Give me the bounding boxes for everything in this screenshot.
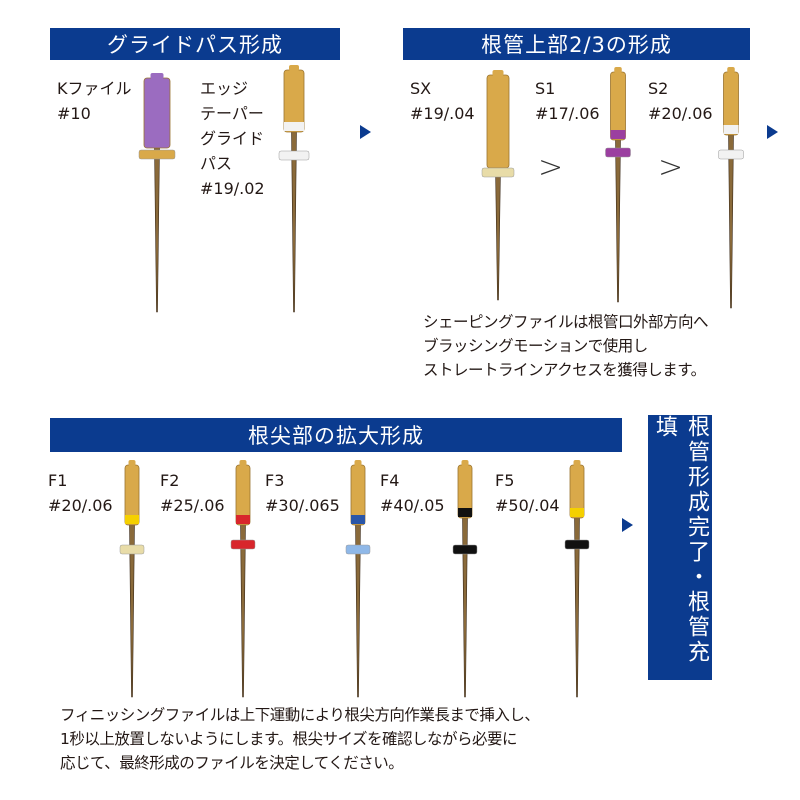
s1-file-blade xyxy=(615,139,621,303)
f5-file-handle-tip xyxy=(573,460,581,466)
s2-file-stopper xyxy=(718,149,744,160)
file-name: F4 xyxy=(380,471,400,490)
step-arrow-icon xyxy=(622,518,633,532)
next-arrow-icon: > xyxy=(658,150,684,185)
f1-file-stopper xyxy=(119,544,145,555)
f4-file-stopper xyxy=(452,544,478,555)
file-size: #17/.06 xyxy=(535,104,600,123)
file-name: F5 xyxy=(495,471,515,490)
file-size: #19/.04 xyxy=(410,104,475,123)
file-name: Kファイル xyxy=(57,79,132,98)
f3-file-stopper xyxy=(345,544,371,555)
s1-label: S1 #17/.06 xyxy=(535,76,600,126)
finishing-note: フィニッシングファイルは上下運動により根尖方向作業長まで挿入し、 1秒以上放置し… xyxy=(60,703,540,775)
s1-file-stopper xyxy=(605,147,631,158)
step-arrow-icon xyxy=(360,125,371,139)
k-file-handle xyxy=(143,77,171,149)
note-line: ブラッシングモーションで使用し xyxy=(423,337,648,355)
s1-file-handle xyxy=(610,71,626,141)
s1-file-color-ring xyxy=(610,130,626,139)
sx-file-handle xyxy=(486,74,510,169)
s1-file-handle-tip xyxy=(614,67,622,73)
file-name: SX xyxy=(410,79,432,98)
f1-label: F1 #20/.06 xyxy=(48,468,113,518)
edge-taper-label: エッジ テーパー グライド パス #19/.02 xyxy=(200,76,265,201)
f2-file-stopper xyxy=(230,539,256,550)
note-line: 応じて、最終形成のファイルを決定してください。 xyxy=(60,754,404,772)
file-size: #50/.04 xyxy=(495,496,560,515)
file-size: #20/.06 xyxy=(48,496,113,515)
file-name: S2 xyxy=(648,79,669,98)
sx-file-blade xyxy=(495,167,501,301)
s2-file-handle-tip xyxy=(727,67,735,73)
final-step-box: 根管形成完了・根管充填 xyxy=(648,415,712,680)
note-line: シェーピングファイルは根管口外部方向へ xyxy=(423,313,709,331)
note-line: ストレートラインアクセスを獲得します。 xyxy=(423,361,706,379)
f1-file-handle-tip xyxy=(128,460,136,466)
note-line: フィニッシングファイルは上下運動により根尖方向作業長まで挿入し、 xyxy=(60,706,540,724)
f2-file-blade xyxy=(240,524,246,698)
sx-label: SX #19/.04 xyxy=(410,76,475,126)
file-name: F3 xyxy=(265,471,285,490)
edge-taper-file-stopper xyxy=(278,150,310,161)
f2-file-handle-tip xyxy=(239,460,247,466)
note-line: 1秒以上放置しないようにします。根尖サイズを確認しながら必要に xyxy=(60,730,518,748)
f3-file-handle-tip xyxy=(354,460,362,466)
f5-file-stopper xyxy=(564,539,590,550)
k-file-blade xyxy=(154,147,160,313)
f4-file-color-ring xyxy=(458,508,472,517)
f3-label: F3 #30/.065 xyxy=(265,468,340,518)
s2-file-blade xyxy=(728,134,734,309)
f1-file-color-ring xyxy=(125,515,139,524)
k-file-label: Kファイル #10 xyxy=(57,76,132,126)
file-size: #25/.06 xyxy=(160,496,225,515)
file-size: #10 xyxy=(57,104,91,123)
sx-file-stopper xyxy=(481,167,515,178)
f3-file-color-ring xyxy=(351,515,365,524)
header-glidepath: グライドパス形成 xyxy=(50,28,340,60)
file-size: #20/.06 xyxy=(648,104,713,123)
file-size: #30/.065 xyxy=(265,496,340,515)
file-name: F2 xyxy=(160,471,180,490)
s2-file-color-ring xyxy=(723,125,739,134)
k-file-stopper xyxy=(138,149,176,160)
f4-file-handle-tip xyxy=(461,460,469,466)
file-name: S1 xyxy=(535,79,556,98)
f5-file-color-ring xyxy=(570,508,584,517)
file-name: F1 xyxy=(48,471,68,490)
step-arrow-icon xyxy=(767,125,778,139)
f2-file-color-ring xyxy=(236,515,250,524)
f4-label: F4 #40/.05 xyxy=(380,468,445,518)
next-arrow-icon: > xyxy=(538,150,564,185)
edge-taper-file-color-ring xyxy=(284,122,304,131)
header-upper-shaping: 根管上部2/3の形成 xyxy=(403,28,750,60)
file-size: #40/.05 xyxy=(380,496,445,515)
k-file-handle-tip xyxy=(150,73,164,79)
file-size: #19/.02 xyxy=(200,179,265,198)
sx-file-handle-tip xyxy=(492,70,504,76)
f2-label: F2 #25/.06 xyxy=(160,468,225,518)
shaping-note: シェーピングファイルは根管口外部方向へ ブラッシングモーションで使用し ストレー… xyxy=(423,310,709,382)
file-name: エッジ テーパー グライド パス xyxy=(200,79,265,173)
header-apical-shaping: 根尖部の拡大形成 xyxy=(50,418,622,452)
s2-label: S2 #20/.06 xyxy=(648,76,713,126)
f5-label: F5 #50/.04 xyxy=(495,468,560,518)
edge-taper-file-handle-tip xyxy=(289,65,299,71)
